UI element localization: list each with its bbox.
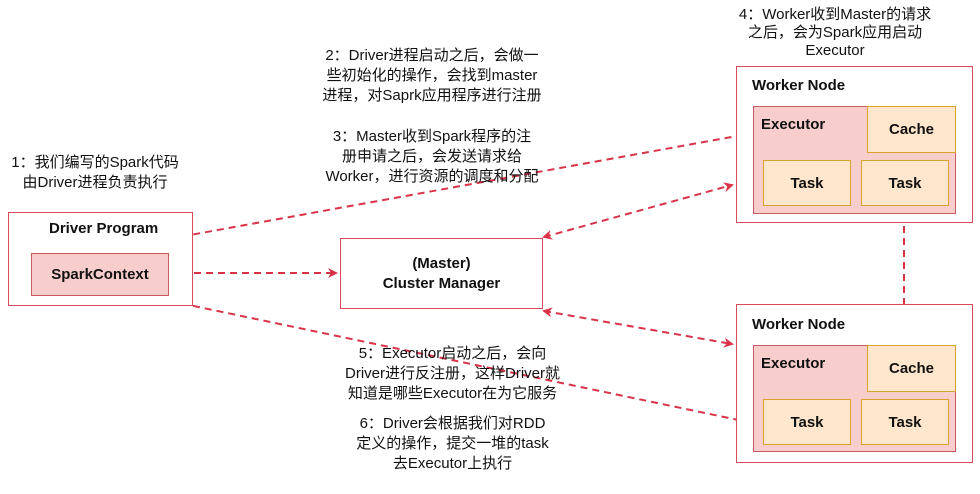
executor-box: Executor Cache Task Task — [753, 344, 956, 452]
note-line: 定义的操作，提交一堆的task — [356, 435, 549, 452]
worker-node-title: Worker Node — [752, 77, 846, 94]
arrow-driver-worker1 — [144, 130, 750, 247]
note-line: 之后，会为Spark应用启动 — [747, 24, 923, 41]
note-line: 4：Worker收到Master的请求 — [738, 6, 932, 23]
note-line: Driver进行反注册，这样Driver就 — [345, 365, 560, 382]
note-line: 由Driver进程负责执行 — [22, 174, 168, 191]
worker-node-title: Worker Node — [752, 316, 846, 333]
note-line: 知道是哪些Executor在为它服务 — [347, 385, 558, 402]
note-line: 3：Master收到Spark程序的注 — [332, 128, 532, 145]
worker-node-2: Worker Node Executor Cache Task Task — [736, 304, 973, 463]
cluster-manager-node: (Master) Cluster Manager — [340, 238, 543, 309]
cluster-manager-label: Cluster Manager — [382, 274, 501, 292]
cache-box: Cache — [867, 105, 956, 153]
cluster-manager-label: (Master) — [412, 254, 471, 272]
note-step-5: 5：Executor启动之后，会向 Driver进行反注册，这样Driver就 … — [330, 344, 575, 404]
note-line: 1：我们编写的Spark代码 — [11, 154, 179, 171]
note-line: 进程，对Saprk应用程序进行注册 — [322, 87, 542, 104]
note-step-4: 4：Worker收到Master的请求 之后，会为Spark应用启动 Execu… — [720, 6, 950, 60]
cache-box: Cache — [867, 344, 956, 392]
note-line: Worker，进行资源的调度和分配 — [325, 168, 539, 185]
task-box: Task — [763, 399, 851, 445]
task-box: Task — [861, 399, 949, 445]
note-step-3: 3：Master收到Spark程序的注 册申请之后，会发送请求给 Worker，… — [312, 127, 552, 187]
arrow-master-worker2 — [542, 307, 734, 348]
arrow-master-worker1 — [542, 182, 734, 240]
note-line: 5：Executor启动之后，会向 — [358, 345, 547, 362]
task-box: Task — [861, 160, 949, 206]
note-line: 些初始化的操作，会找到master — [326, 67, 538, 84]
note-line: 去Executor上执行 — [392, 455, 513, 472]
worker-node-1: Worker Node Executor Cache Task Task — [736, 66, 973, 223]
driver-program-title: Driver Program — [49, 220, 159, 237]
note-step-6: 6：Driver会根据我们对RDD 定义的操作，提交一堆的task 去Execu… — [330, 414, 575, 474]
executor-label: Executor — [761, 355, 826, 372]
executor-box: Executor Cache Task Task — [753, 105, 956, 214]
note-step-2: 2：Driver进程启动之后，会做一 些初始化的操作，会找到master 进程，… — [312, 46, 552, 106]
note-line: Executor — [805, 42, 865, 59]
task-box: Task — [763, 160, 851, 206]
note-line: 2：Driver进程启动之后，会做一 — [325, 47, 539, 64]
note-line: 6：Driver会根据我们对RDD — [359, 415, 546, 432]
spark-context-box: SparkContext — [31, 253, 169, 296]
note-step-1: 1：我们编写的Spark代码 由Driver进程负责执行 — [0, 153, 190, 193]
note-line: 册申请之后，会发送请求给 — [341, 148, 522, 165]
driver-program-node: Driver Program SparkContext — [8, 212, 193, 306]
arrow-sparkcontext-worker2 — [144, 292, 750, 426]
executor-label: Executor — [761, 116, 826, 133]
